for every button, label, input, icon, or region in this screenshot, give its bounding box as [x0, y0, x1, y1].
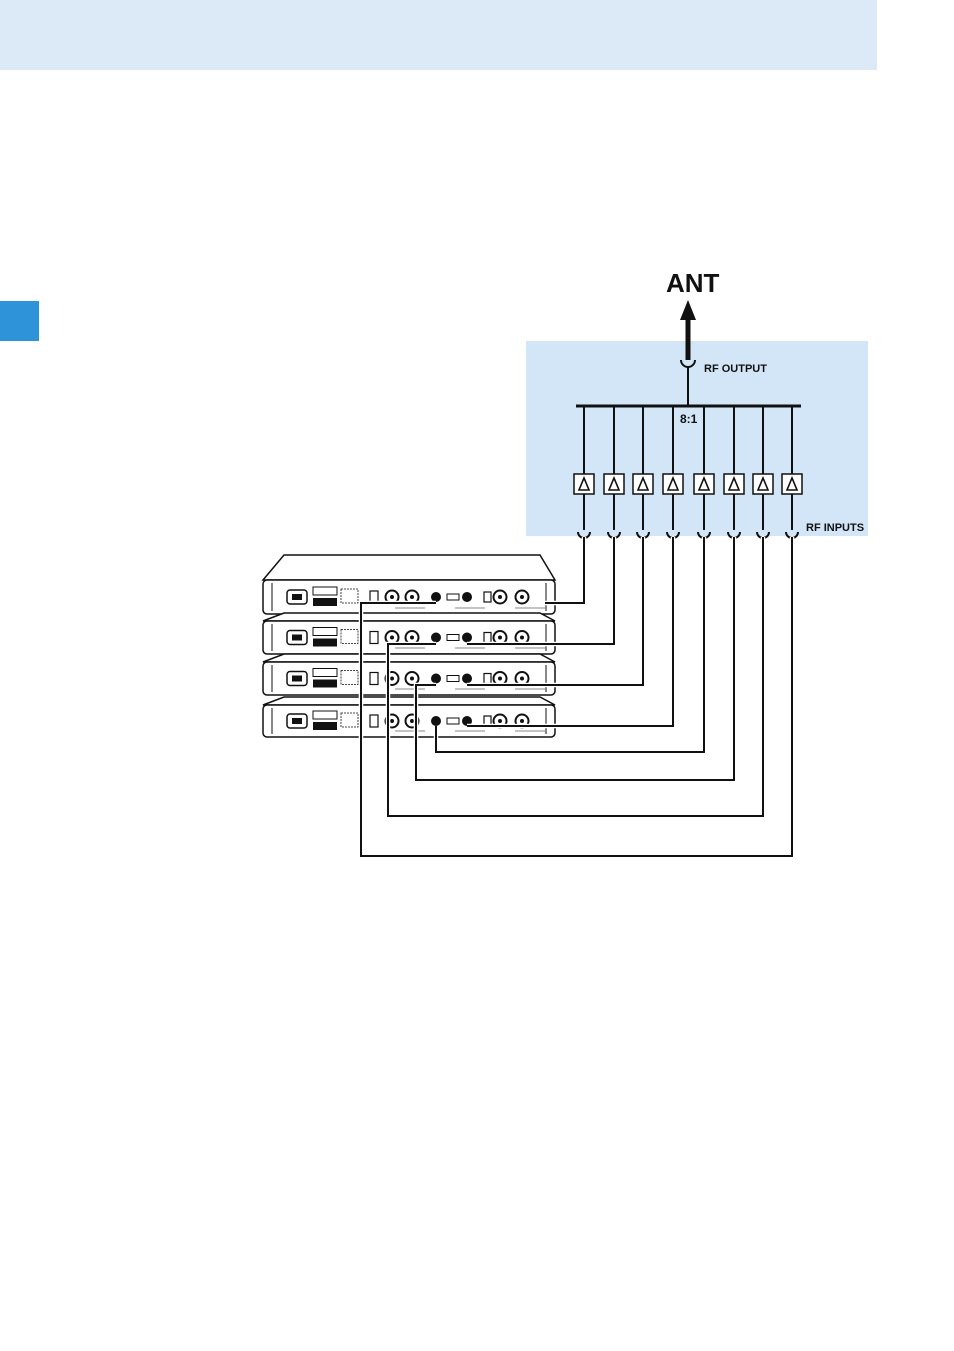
bnc-antenna-socket-icon [462, 592, 472, 602]
bnc-antenna-socket-icon [462, 633, 472, 643]
xlr-pin [498, 719, 502, 723]
xlr-pin [498, 677, 502, 681]
bnc-antenna-socket-icon [431, 592, 441, 602]
power-socket-pins [292, 635, 302, 641]
rack-receiver-4 [263, 697, 555, 737]
receiver-top [263, 613, 555, 621]
power-socket-pins [292, 594, 302, 600]
receiver-top [263, 654, 555, 662]
xlr-pin [390, 677, 394, 681]
xlr-pin [410, 677, 414, 681]
xlr-pin [390, 595, 394, 599]
label-panel [313, 680, 337, 688]
xlr-pin [498, 636, 502, 640]
label-panel [313, 598, 337, 606]
xlr-pin [390, 719, 394, 723]
xlr-pin [520, 636, 524, 640]
xlr-pin [520, 595, 524, 599]
rf-inputs-label: RF INPUTS [806, 522, 864, 534]
antenna-label: ANT [666, 268, 720, 298]
xlr-pin [520, 677, 524, 681]
label-panel [313, 639, 337, 647]
rf-output-label: RF OUTPUT [704, 363, 767, 375]
bnc-antenna-socket-icon [462, 674, 472, 684]
xlr-pin [410, 636, 414, 640]
xlr-pin [498, 595, 502, 599]
xlr-pin [520, 719, 524, 723]
receiver-top [263, 555, 555, 580]
rack-receiver-2 [263, 613, 555, 654]
xlr-pin [410, 719, 414, 723]
xlr-pin [410, 595, 414, 599]
ratio-label: 8:1 [680, 412, 698, 426]
combiner-box [526, 341, 868, 536]
power-socket-pins [292, 718, 302, 724]
xlr-pin [390, 636, 394, 640]
bnc-antenna-socket-icon [431, 674, 441, 684]
bnc-antenna-socket-icon [431, 633, 441, 643]
label-panel [313, 722, 337, 730]
bnc-antenna-socket-icon [431, 716, 441, 726]
rack-receiver-3 [263, 654, 555, 695]
receiver-top [263, 697, 555, 705]
power-socket-pins [292, 676, 302, 682]
